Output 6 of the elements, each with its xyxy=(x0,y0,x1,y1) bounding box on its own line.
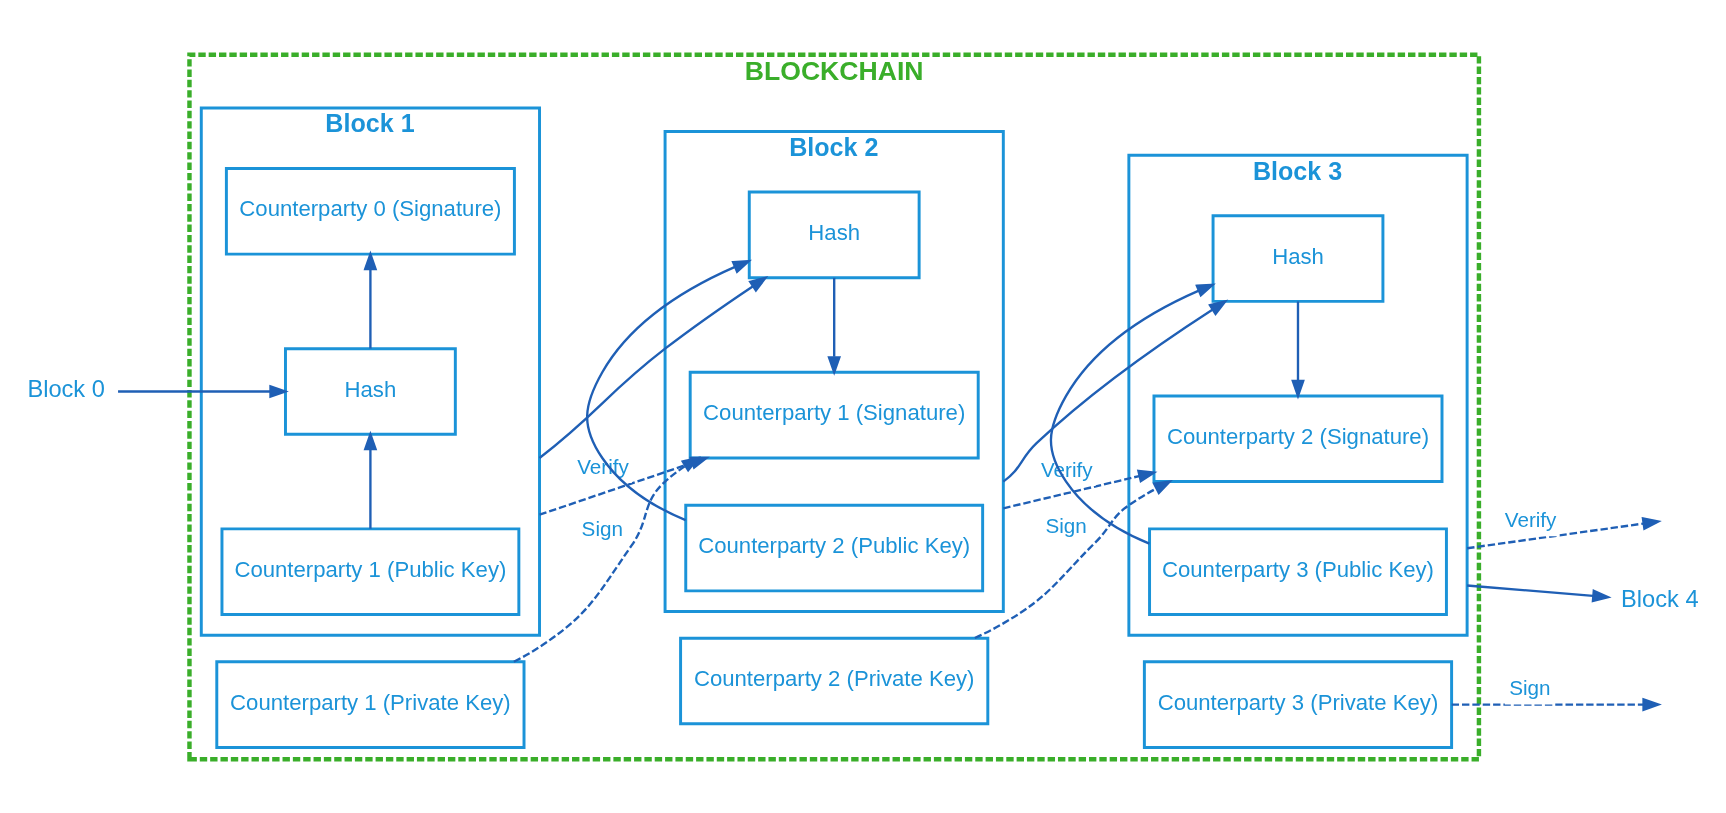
node-text: Block 4 xyxy=(1621,585,1699,612)
edge-label: Sign xyxy=(1509,675,1551,699)
edge-label: Sign xyxy=(581,516,623,540)
node-text: Block 0 xyxy=(27,375,105,402)
edge-label: Sign xyxy=(1045,513,1087,537)
edge-label: Verify xyxy=(1504,507,1557,531)
